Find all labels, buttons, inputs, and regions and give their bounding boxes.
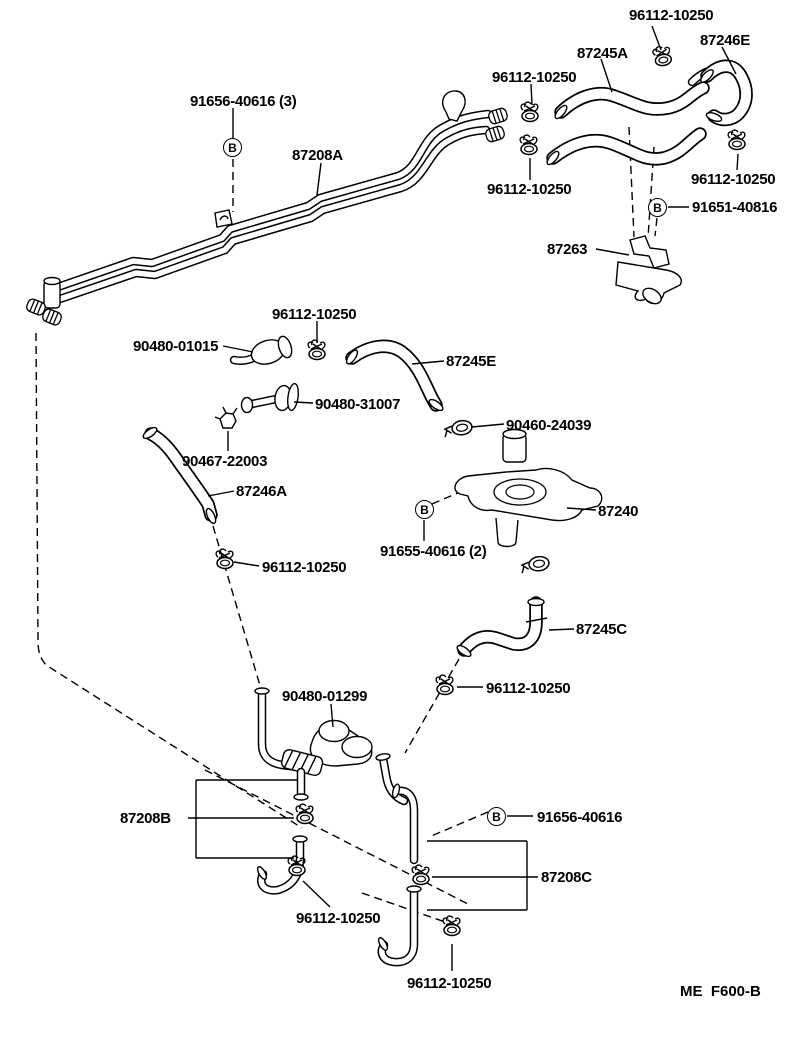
part-label-96112-10250: 96112-10250 xyxy=(486,680,571,697)
part-label-90460-24039: 90460-24039 xyxy=(506,417,592,434)
part-label-87208b: 87208B xyxy=(120,810,171,827)
part-label-91651-40816: 91651-40816 xyxy=(692,199,778,216)
part-label-87240: 87240 xyxy=(598,503,639,520)
hose-87245a xyxy=(546,81,710,166)
fitting-90480-01015 xyxy=(229,335,293,365)
part-label-90467-22003: 90467-22003 xyxy=(182,453,268,470)
hose-clamp-icon xyxy=(215,548,234,570)
part-label-90480-01015: 90480-01015 xyxy=(133,338,219,355)
label-bracket-87208b xyxy=(188,779,298,859)
part-label-90480-01299: 90480-01299 xyxy=(282,688,368,705)
band-clamp-icon xyxy=(519,554,551,574)
callout-b-icon: B xyxy=(648,198,667,217)
spring-clamp-icon xyxy=(214,406,238,429)
part-label-90480-31007: 90480-31007 xyxy=(315,396,401,413)
part-label-87263: 87263 xyxy=(547,241,588,258)
callout-b-icon: B xyxy=(223,138,242,157)
hose-clamp-icon xyxy=(295,803,314,825)
hose-clamp-icon xyxy=(307,339,326,361)
part-label-96112-10250: 96112-10250 xyxy=(629,7,714,24)
part-label-87245c: 87245C xyxy=(576,621,627,638)
callout-b-icon: B xyxy=(487,807,506,826)
hose-clamp-icon xyxy=(651,44,673,68)
pipe-87208a xyxy=(24,90,510,328)
part-label-91655-40616-2: 91655-40616 (2) xyxy=(380,543,487,560)
hose-clamp-icon xyxy=(520,101,539,123)
part-label-96112-10250: 96112-10250 xyxy=(487,181,572,198)
fitting-90480-31007 xyxy=(240,382,299,414)
hose-clamp-icon xyxy=(442,915,461,937)
part-label-87246e: 87246E xyxy=(700,32,750,49)
hose-clamp-icon xyxy=(435,674,454,696)
part-label-96112-10250: 96112-10250 xyxy=(262,559,347,576)
part-label-91656-40616: 91656-40616 xyxy=(537,809,623,826)
part-label-87246a: 87246A xyxy=(236,483,287,500)
part-label-87208a: 87208A xyxy=(292,147,343,164)
leader-lines xyxy=(188,25,739,971)
pipe-clip-bracket xyxy=(214,209,233,228)
hose-clamp-icon xyxy=(411,864,430,886)
label-bracket-87208c xyxy=(427,840,538,911)
part-label-96112-10250: 96112-10250 xyxy=(691,171,776,188)
part-label-96112-10250: 96112-10250 xyxy=(296,910,381,927)
part-label-87245a: 87245A xyxy=(577,45,628,62)
hose-clamp-icon xyxy=(727,129,746,151)
pipes-87208b xyxy=(254,687,324,895)
hose-87246a xyxy=(142,426,218,525)
part-label-87245e: 87245E xyxy=(446,353,496,370)
hose-87246e xyxy=(687,59,753,127)
drawing-code: ME F600-B xyxy=(680,983,761,1000)
hose-87245e xyxy=(345,339,444,412)
part-label-91656-40616-3: 91656-40616 (3) xyxy=(190,93,297,110)
part-label-96112-10250: 96112-10250 xyxy=(492,69,577,86)
hose-clamp-icons xyxy=(214,44,746,937)
part-label-87208c: 87208C xyxy=(541,869,592,886)
grommet-90480-01299 xyxy=(309,719,373,767)
pipe-hook-bracket xyxy=(442,90,466,122)
valve-87240 xyxy=(454,428,603,548)
callout-b-icon: B xyxy=(415,500,434,519)
part-label-96112-10250: 96112-10250 xyxy=(407,975,492,992)
bracket-87263 xyxy=(615,235,682,305)
pipes-87208c xyxy=(375,753,422,967)
hose-87245c xyxy=(456,596,548,658)
hose-clamp-icon xyxy=(519,134,538,156)
band-clamp-icon xyxy=(442,418,474,438)
part-label-96112-10250: 96112-10250 xyxy=(272,306,357,323)
